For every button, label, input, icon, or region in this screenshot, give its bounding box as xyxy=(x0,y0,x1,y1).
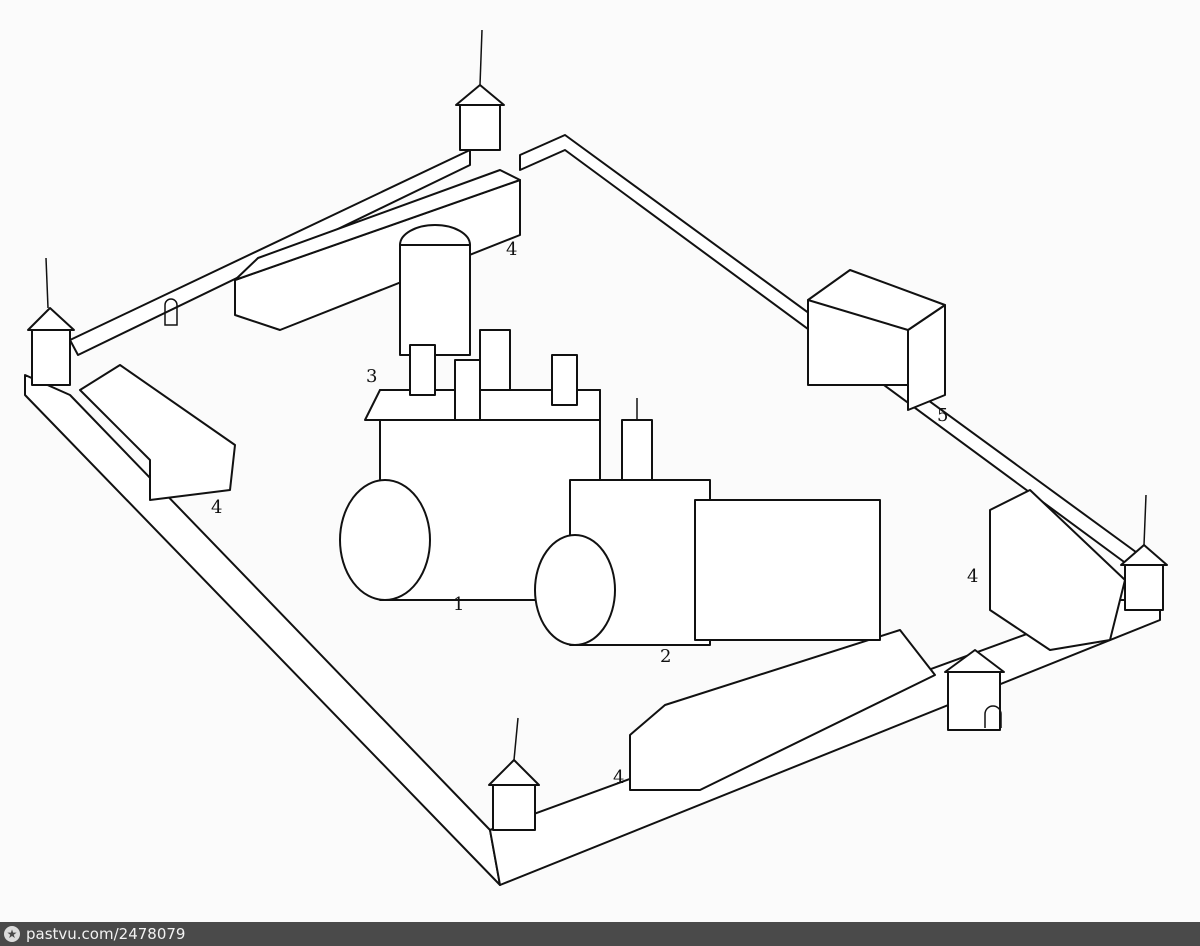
monastery-plan-svg: 4 3 4 1 2 5 4 4 xyxy=(24,29,1168,886)
building-right xyxy=(989,489,1126,651)
label-bell-tower: 3 xyxy=(366,366,377,387)
label-building-left: 4 xyxy=(211,497,222,518)
label-building-right: 4 xyxy=(967,566,978,587)
tower-left xyxy=(27,257,75,386)
tower-top xyxy=(455,29,505,151)
label-building-bottom: 4 xyxy=(613,767,624,788)
label-church-second: 2 xyxy=(660,646,671,667)
source-link[interactable]: pastvu.com/2478079 xyxy=(26,925,186,943)
building-right-top xyxy=(807,269,946,411)
building-bottom xyxy=(629,629,936,791)
star-icon: ★ xyxy=(4,926,20,942)
tower-right xyxy=(1120,494,1168,611)
building-left xyxy=(79,364,236,501)
gate xyxy=(944,649,1005,731)
tower-bottom xyxy=(488,717,540,831)
church-second xyxy=(534,398,881,646)
label-church-main: 1 xyxy=(453,594,464,615)
label-building-right-top: 5 xyxy=(937,405,948,426)
source-footer: ★ pastvu.com/2478079 xyxy=(0,922,1200,946)
label-building-top: 4 xyxy=(506,239,517,260)
